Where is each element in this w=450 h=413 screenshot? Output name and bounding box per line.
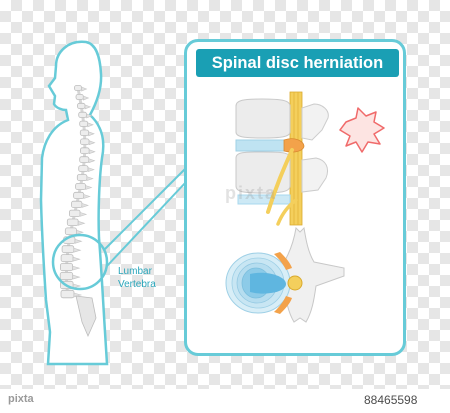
- watermark-center: pixta: [225, 183, 278, 203]
- vertebra-process: [73, 247, 82, 253]
- vertebra-process: [72, 265, 81, 271]
- vertebral-arch: [283, 226, 345, 323]
- spinal-cord-section: [287, 275, 303, 291]
- vertebra-process: [88, 158, 96, 164]
- image-id: 88465598: [364, 393, 418, 407]
- vertebra-process: [88, 149, 96, 155]
- lumbar-label-line2: Vertebra: [118, 279, 156, 290]
- connector-line-top: [103, 167, 187, 251]
- vertebra-process: [86, 113, 93, 119]
- vertebra-process: [76, 229, 84, 235]
- vertebra-cross-section: [225, 226, 345, 323]
- vertebra-process: [86, 176, 94, 182]
- panel-title: Spinal disc herniation: [196, 49, 399, 77]
- lower-spinous-process: [301, 157, 329, 193]
- vertebra-process: [87, 122, 94, 128]
- footer-logo: pixta: [8, 393, 34, 405]
- vertebra-process: [88, 140, 96, 146]
- lumbar-zoom-circle: [51, 233, 109, 291]
- upper-vertebra-body: [235, 98, 291, 139]
- footer-bar: [0, 389, 450, 413]
- vertebra-process: [79, 211, 88, 217]
- vertebra-process: [72, 256, 81, 262]
- vertebra-process: [88, 131, 95, 137]
- intervertebral-disc: [235, 139, 291, 152]
- nucleus-herniation: [250, 272, 286, 294]
- nerve-root-right: [276, 198, 298, 226]
- vertebra-side-view: [235, 91, 385, 226]
- connector-line-bottom: [106, 181, 187, 267]
- upper-spinous-process: [301, 103, 329, 141]
- vertebra-process: [87, 167, 95, 173]
- vertebra-process: [83, 95, 90, 101]
- vertebra-process: [84, 104, 92, 110]
- nerve-root-left: [266, 148, 294, 214]
- vertebra-process: [81, 202, 89, 208]
- sacrum: [75, 295, 97, 337]
- lumbar-label-line1: Lumbar: [118, 266, 152, 277]
- vertebra-process: [74, 238, 83, 244]
- vertebra-process: [81, 86, 88, 92]
- compressed-nerve-root-bottom: [274, 296, 292, 314]
- spine: [59, 85, 97, 337]
- vertebra-process: [72, 274, 81, 280]
- compressed-nerve-root-top: [274, 252, 292, 270]
- vertebra-process: [77, 220, 86, 226]
- pain-burst-icon: [339, 107, 385, 153]
- vertebra-process: [72, 283, 82, 289]
- vertebra-process: [85, 185, 93, 190]
- vertebra-process: [83, 194, 91, 199]
